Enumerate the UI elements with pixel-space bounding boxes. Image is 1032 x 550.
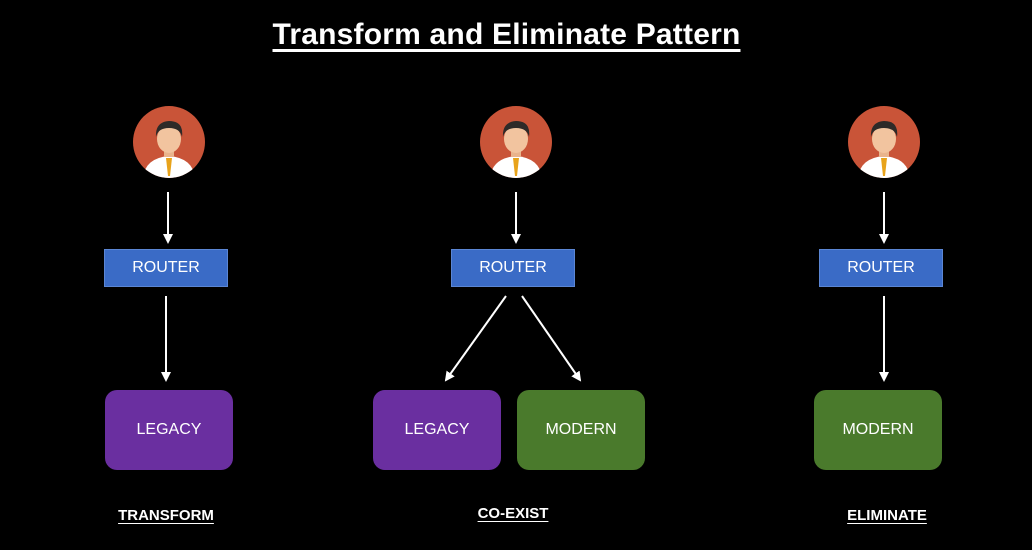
user-avatar-icon xyxy=(480,106,552,178)
caption-transform: TRANSFORM xyxy=(118,507,214,524)
user-avatar-icon xyxy=(848,106,920,178)
router-label: ROUTER xyxy=(479,259,547,276)
legacy-box-coexist: LEGACY xyxy=(373,390,501,470)
router-label: ROUTER xyxy=(132,259,200,276)
router-box-coexist: ROUTER xyxy=(451,249,575,287)
caption-coexist: CO-EXIST xyxy=(477,505,549,522)
router-box-transform: ROUTER xyxy=(104,249,228,287)
user-avatar-icon xyxy=(133,106,205,178)
caption-eliminate: ELIMINATE xyxy=(847,507,927,524)
modern-box-eliminate: MODERN xyxy=(814,390,942,470)
arrow-router-to-legacy-coexist xyxy=(444,295,507,382)
modern-box-coexist: MODERN xyxy=(517,390,645,470)
node-label: MODERN xyxy=(842,421,914,438)
router-label: ROUTER xyxy=(847,259,915,276)
page-title: Transform and Eliminate Pattern xyxy=(272,18,741,51)
node-label: MODERN xyxy=(545,421,617,438)
router-box-eliminate: ROUTER xyxy=(819,249,943,287)
node-label: LEGACY xyxy=(136,421,202,438)
arrow-router-to-modern-coexist xyxy=(521,295,582,382)
node-label: LEGACY xyxy=(404,421,470,438)
legacy-box-transform: LEGACY xyxy=(105,390,233,470)
